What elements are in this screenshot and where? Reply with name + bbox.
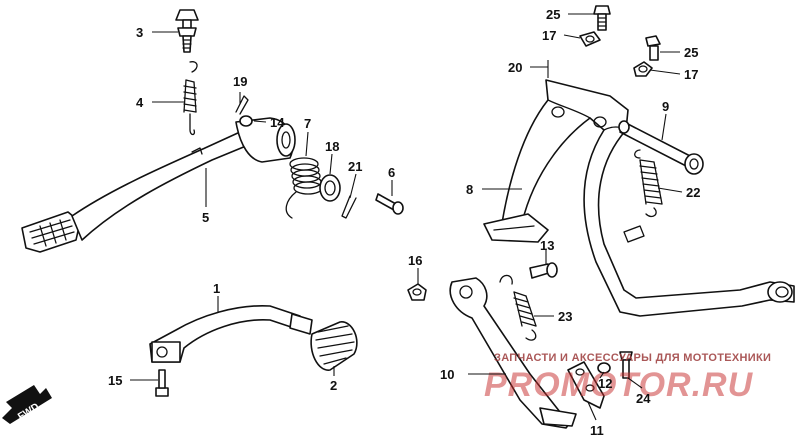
callout-25-lower: 25	[684, 45, 698, 60]
pin-part-6	[375, 193, 404, 215]
callout-25-upper: 25	[546, 7, 560, 22]
clip-part-19	[235, 95, 249, 115]
pin-part-14	[239, 115, 253, 127]
callout-1: 1	[213, 281, 220, 296]
callout-numbers: 3 4 5 19 14 7 18 21 6 8 9 22 20 25 17 25…	[108, 7, 700, 438]
callout-17-upper: 17	[542, 28, 556, 43]
callout-3: 3	[136, 25, 143, 40]
side-stand-spring-part-23	[499, 274, 537, 341]
callout-8: 8	[466, 182, 473, 197]
callout-21: 21	[348, 159, 362, 174]
screw-part-24	[619, 351, 633, 379]
callout-19: 19	[233, 74, 247, 89]
callout-4: 4	[136, 95, 144, 110]
callout-13: 13	[540, 238, 554, 253]
bolt-part-15	[155, 369, 169, 397]
watermark: PROMOTOR.RU ЗАПЧАСТИ И АКСЕССУАРЫ ДЛЯ МО…	[484, 352, 771, 404]
bolt-part-12	[597, 362, 611, 374]
spring-part-4	[183, 61, 198, 136]
stand-spring-part-22	[634, 149, 663, 218]
clip-part-21	[341, 195, 357, 219]
main-stand	[483, 79, 795, 317]
shift-rubber-part-2	[310, 321, 358, 371]
callout-18: 18	[325, 139, 339, 154]
callout-20: 20	[508, 60, 522, 75]
callout-22: 22	[686, 185, 700, 200]
bracket-part-11	[567, 361, 605, 409]
callout-9: 9	[662, 99, 669, 114]
callout-16: 16	[408, 253, 422, 268]
callout-10: 10	[440, 367, 454, 382]
callout-14: 14	[270, 115, 285, 130]
bolt-part-25-upper	[593, 5, 611, 31]
callout-12: 12	[598, 376, 612, 391]
washer-part-18	[319, 174, 341, 202]
fwd-arrow: FWD	[2, 385, 52, 424]
pivot-shaft-part-9	[618, 120, 704, 175]
watermark-caption: ЗАПЧАСТИ И АКСЕССУАРЫ ДЛЯ МОТОТЕХНИКИ	[494, 352, 771, 364]
return-spring-part-7	[285, 157, 323, 219]
kick-pedal	[21, 117, 296, 253]
bolt-part-3	[175, 9, 199, 53]
bolt-part-25-lower	[645, 35, 661, 61]
side-stand	[449, 277, 577, 429]
watermark-logo: PROMOTOR.RU	[484, 366, 754, 404]
callout-24: 24	[636, 391, 651, 406]
shift-pedal	[149, 305, 313, 363]
callout-5: 5	[202, 210, 209, 225]
callout-6: 6	[388, 165, 395, 180]
callout-2: 2	[330, 378, 337, 393]
callout-17-lower: 17	[684, 67, 698, 82]
callout-7: 7	[304, 116, 311, 131]
pivot-bolt-part-13	[529, 262, 558, 279]
callout-23: 23	[558, 309, 572, 324]
nut-part-16	[407, 283, 427, 301]
nut-part-17-upper	[579, 31, 601, 47]
callout-15: 15	[108, 373, 122, 388]
leader-lines	[130, 13, 683, 421]
nut-part-17-lower	[633, 61, 653, 77]
callout-11: 11	[590, 423, 604, 438]
